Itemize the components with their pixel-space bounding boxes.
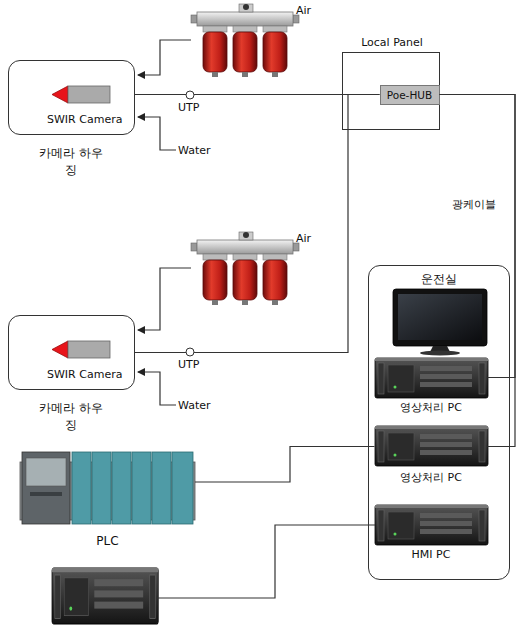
plc-module bbox=[132, 452, 151, 524]
swir-camera-icon bbox=[52, 341, 110, 358]
housing-caption: 카메라 하우징 bbox=[39, 145, 103, 179]
hmi-link-line bbox=[156, 525, 375, 598]
cable-marker bbox=[186, 91, 194, 99]
plc-cpu-slot bbox=[30, 492, 62, 496]
hub-label: Poe-HUB bbox=[381, 89, 439, 102]
housing-caption: 카메라 하우징 bbox=[39, 400, 103, 434]
image-processing-pc-chassis bbox=[375, 426, 488, 466]
cable-marker bbox=[186, 348, 194, 356]
plc-symbol bbox=[20, 452, 195, 524]
group-title: 운전실 bbox=[369, 272, 508, 286]
camera-housing: SWIR Camera카메라 하우징 bbox=[8, 315, 135, 390]
monitor-symbol bbox=[393, 289, 487, 356]
cable-label: UTP bbox=[178, 101, 199, 114]
plc-cpu bbox=[22, 452, 70, 524]
plc-cpu-panel bbox=[26, 458, 66, 486]
plc-module bbox=[152, 452, 171, 524]
plc-module bbox=[172, 452, 193, 524]
cable-connector bbox=[440, 95, 516, 378]
air-filter bbox=[191, 4, 299, 77]
local-panel: Local PanelPoe-HUB bbox=[342, 52, 440, 130]
swir-camera-icon bbox=[52, 86, 110, 103]
plc-unit: PLC bbox=[20, 452, 195, 525]
air-line bbox=[138, 268, 191, 330]
remote-pc-chassis bbox=[52, 568, 158, 624]
water-label: Water bbox=[178, 144, 211, 157]
camera-name: SWIR Camera bbox=[47, 368, 122, 381]
image-processing-pc: 영상처리 PC bbox=[375, 426, 488, 468]
connector-group bbox=[135, 95, 515, 483]
cable-connector bbox=[440, 95, 516, 447]
hmi-pc: HMI PC bbox=[375, 505, 488, 545]
hmi-pc-chassis bbox=[375, 505, 488, 545]
plc-module bbox=[72, 452, 91, 524]
plc-module bbox=[112, 452, 131, 524]
plc-module bbox=[92, 452, 111, 524]
control-room-group: 운전실영상처리 PC 영상처리 PC HMI PC bbox=[368, 265, 510, 580]
monitor-base bbox=[420, 351, 460, 356]
water-label: Water bbox=[178, 399, 211, 412]
poe-hub-box: Poe-HUB bbox=[380, 85, 440, 105]
cable-label: UTP bbox=[178, 358, 199, 371]
pc-label: HMI PC bbox=[365, 548, 498, 561]
cable-connector bbox=[135, 95, 380, 353]
air-line bbox=[138, 40, 191, 75]
pc-label: 영상처리 PC bbox=[365, 471, 498, 484]
camera-name: SWIR Camera bbox=[47, 113, 122, 126]
pc-label: 영상처리 PC bbox=[365, 401, 498, 414]
air-filter bbox=[191, 232, 299, 305]
monitor-bezel bbox=[393, 289, 487, 346]
cable-connector bbox=[135, 94, 380, 95]
cable-connector bbox=[195, 447, 375, 483]
monitor-screen bbox=[398, 294, 482, 340]
panel-title: Local Panel bbox=[343, 36, 441, 49]
camera-housing: SWIR Camera카메라 하우징 bbox=[8, 60, 135, 135]
air-label: Air bbox=[296, 232, 311, 245]
image-processing-pc: 영상처리 PC bbox=[375, 358, 488, 398]
image-processing-pc-chassis bbox=[375, 358, 488, 398]
water-line bbox=[138, 117, 176, 150]
air-label: Air bbox=[296, 4, 311, 17]
water-line bbox=[138, 372, 176, 405]
plc-label: PLC bbox=[20, 534, 195, 548]
cable-label: 광케이블 bbox=[452, 198, 496, 211]
